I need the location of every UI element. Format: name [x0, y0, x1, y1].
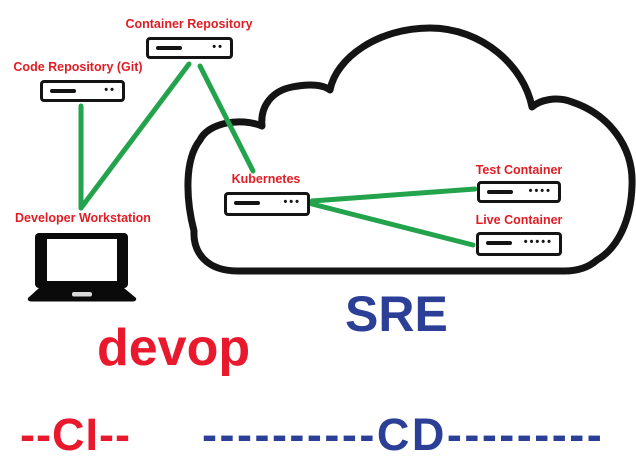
- cloud-shape: [184, 24, 636, 275]
- edge-kubernetes-to-live-container: [309, 201, 476, 248]
- laptop-icon: [27, 233, 137, 302]
- cd-stage-annotation: ----------CD---------: [202, 409, 605, 460]
- test-container-server-icon: ••••: [477, 181, 561, 203]
- container-repository-server-icon: ••: [146, 37, 233, 59]
- sre-team-annotation: SRE: [345, 286, 448, 342]
- server-slot-bar: [486, 241, 512, 245]
- server-led-dots: ••••: [528, 185, 552, 197]
- kubernetes-server-icon: •••: [224, 192, 310, 216]
- edge-container-repo-to-kubernetes: [197, 63, 256, 174]
- edge-workstation-to-container-repo: [78, 61, 192, 211]
- live-container-label: Live Container: [475, 213, 563, 227]
- code-repository-label: Code Repository (Git): [13, 60, 143, 74]
- server-led-dots: •••••: [523, 236, 553, 248]
- server-slot-bar: [50, 89, 76, 93]
- developer-workstation-label: Developer Workstation: [15, 211, 151, 225]
- code-repository-server-icon: ••: [40, 80, 125, 102]
- server-led-dots: •••: [283, 196, 301, 208]
- edge-kubernetes-to-test-container: [309, 186, 478, 204]
- container-repository-label: Container Repository: [125, 17, 253, 31]
- ci-stage-annotation: --CI--: [20, 409, 131, 460]
- server-slot-bar: [234, 201, 260, 205]
- server-led-dots: ••: [104, 84, 116, 96]
- test-container-label: Test Container: [475, 163, 563, 177]
- server-slot-bar: [487, 190, 513, 194]
- devop-team-annotation: devop: [97, 319, 251, 377]
- live-container-server-icon: •••••: [476, 232, 562, 256]
- server-slot-bar: [156, 46, 182, 50]
- kubernetes-label: Kubernetes: [231, 172, 301, 186]
- server-led-dots: ••: [212, 41, 224, 53]
